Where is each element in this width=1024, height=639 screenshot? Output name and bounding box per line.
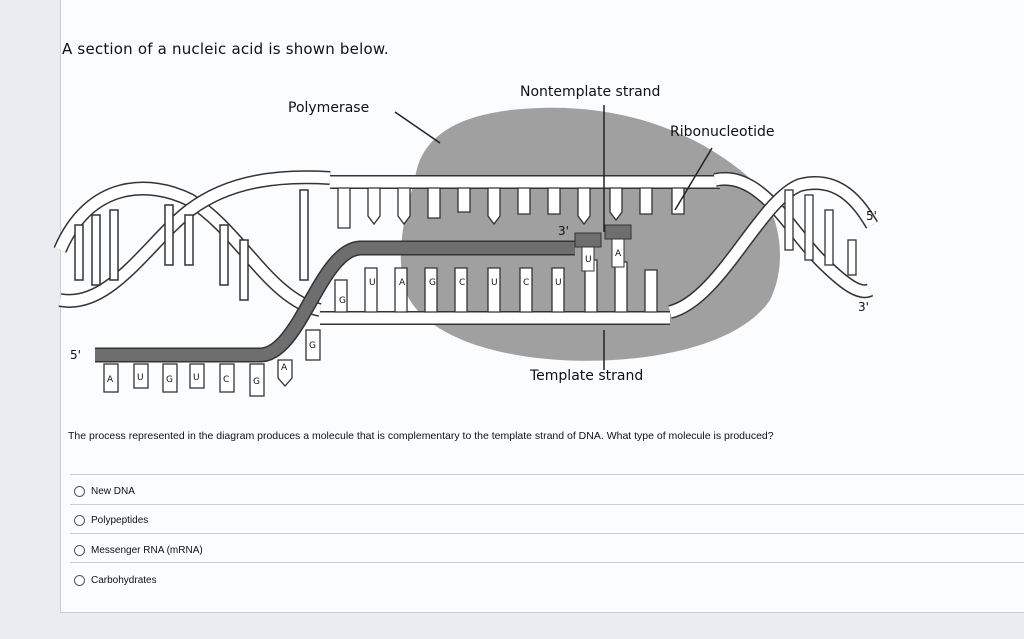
right-helix: [667, 171, 879, 319]
ribonucleotides: [574, 224, 632, 272]
pointer-lines: [394, 105, 713, 370]
nontemplate-bases: [337, 187, 685, 229]
radio-button[interactable]: [74, 515, 85, 526]
radio-button[interactable]: [74, 545, 85, 556]
template-base-3: G: [429, 278, 436, 288]
template-bases: [334, 259, 658, 313]
template-base-5: U: [491, 278, 498, 288]
option-carbohydrates[interactable]: Carbohydrates: [74, 575, 157, 586]
nucleic-acid-diagram: U A G C U C U G G A U A A U G U C G: [53, 105, 879, 397]
extra-base-a1: A: [281, 363, 288, 373]
option-polypeptides[interactable]: Polypeptides: [74, 515, 148, 526]
polymerase-label: Polymerase: [288, 100, 370, 116]
option-label: Messenger RNA (mRNA): [91, 545, 203, 556]
rna-base-3: G: [166, 375, 173, 385]
rna-lower-bases: [103, 329, 321, 397]
question-text: The process represented in the diagram p…: [68, 430, 774, 442]
intro-text: A section of a nucleic acid is shown bel…: [62, 40, 389, 58]
extra-base-u-top: U: [585, 255, 592, 265]
template-strand-label: Template strand: [530, 368, 644, 384]
template-base-7: U: [555, 278, 562, 288]
five-prime-left-label: 5': [70, 348, 81, 362]
rna-base-1: A: [107, 375, 114, 385]
template-base-4: C: [459, 278, 465, 288]
option-new-dna[interactable]: New DNA: [74, 486, 135, 497]
rna-base-2: U: [137, 373, 144, 383]
rna-base-5: C: [223, 375, 229, 385]
template-base-6: C: [523, 278, 529, 288]
option-label: New DNA: [91, 486, 135, 497]
template-base-1: U: [369, 278, 376, 288]
extra-base-g2: G: [309, 341, 316, 351]
three-prime-inner-label: 3': [558, 224, 569, 238]
nontemplate-strand-label: Nontemplate strand: [520, 84, 661, 100]
rna-strand: [95, 240, 575, 363]
left-helix: [53, 170, 331, 317]
rna-base-6: G: [253, 377, 260, 387]
extra-base-g1: G: [339, 296, 346, 306]
radio-button[interactable]: [74, 486, 85, 497]
divider-2: [70, 533, 1024, 534]
radio-button[interactable]: [74, 575, 85, 586]
divider-top: [70, 474, 1024, 475]
extra-base-a-top: A: [615, 249, 622, 259]
three-prime-right-label: 3': [858, 300, 869, 314]
ribonucleotide-label: Ribonucleotide: [670, 124, 775, 140]
divider-1: [70, 504, 1024, 505]
option-label: Carbohydrates: [91, 575, 157, 586]
five-prime-right-label: 5': [866, 209, 877, 223]
option-mrna[interactable]: Messenger RNA (mRNA): [74, 545, 203, 556]
option-label: Polypeptides: [91, 515, 149, 526]
divider-3: [70, 562, 1024, 563]
template-base-2: A: [399, 278, 406, 288]
rna-base-4: U: [193, 373, 200, 383]
